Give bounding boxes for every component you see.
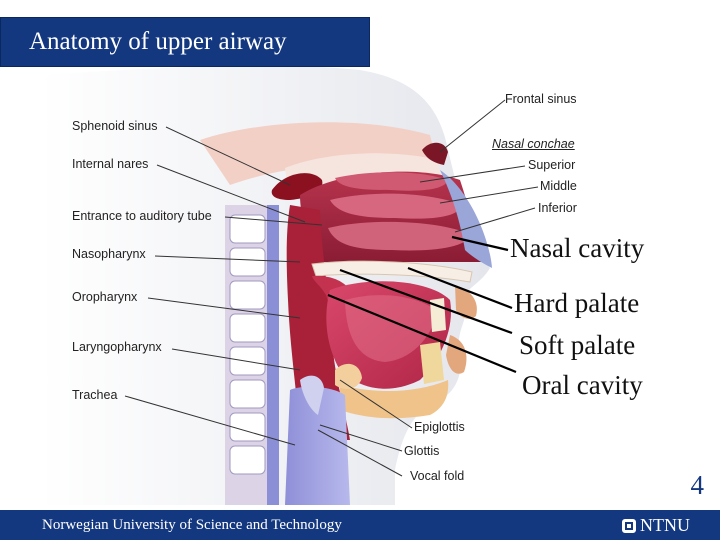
ntnu-logo-text: NTNU bbox=[640, 515, 690, 535]
callout-soft-palate: Soft palate bbox=[519, 330, 636, 360]
label-sphenoid-sinus: Sphenoid sinus bbox=[72, 119, 158, 133]
label-glottis: Glottis bbox=[404, 444, 440, 458]
callout-nasal-cavity: Nasal cavity bbox=[510, 233, 645, 263]
page-number: 4 bbox=[690, 470, 705, 500]
label-trachea: Trachea bbox=[72, 388, 118, 402]
slide-title-bar: Anatomy of upper airway bbox=[0, 17, 370, 67]
slide-title: Anatomy of upper airway bbox=[29, 28, 287, 55]
label-inferior-concha: Inferior bbox=[538, 201, 577, 215]
footer-bar: Norwegian University of Science and Tech… bbox=[0, 510, 720, 540]
callout-hard-palate: Hard palate bbox=[514, 288, 640, 318]
label-oropharynx: Oropharynx bbox=[72, 290, 138, 304]
footer-university-name: Norwegian University of Science and Tech… bbox=[42, 517, 342, 533]
label-auditory-tube: Entrance to auditory tube bbox=[72, 209, 212, 223]
label-middle-concha: Middle bbox=[540, 179, 577, 193]
label-internal-nares: Internal nares bbox=[72, 157, 149, 171]
label-superior-concha: Superior bbox=[528, 158, 576, 172]
callout-oral-cavity: Oral cavity bbox=[522, 370, 643, 400]
upper-airway-anatomy-illustration bbox=[40, 65, 539, 505]
label-laryngopharynx: Laryngopharynx bbox=[72, 340, 162, 354]
ntnu-logo: NTNU bbox=[622, 515, 690, 536]
label-nasal-conchae: Nasal conchae bbox=[492, 137, 575, 151]
label-frontal-sinus: Frontal sinus bbox=[505, 92, 577, 106]
ntnu-logo-icon bbox=[622, 518, 636, 533]
label-epiglottis: Epiglottis bbox=[414, 420, 465, 434]
label-vocal-fold: Vocal fold bbox=[410, 469, 465, 483]
label-nasopharynx: Nasopharynx bbox=[72, 247, 146, 261]
